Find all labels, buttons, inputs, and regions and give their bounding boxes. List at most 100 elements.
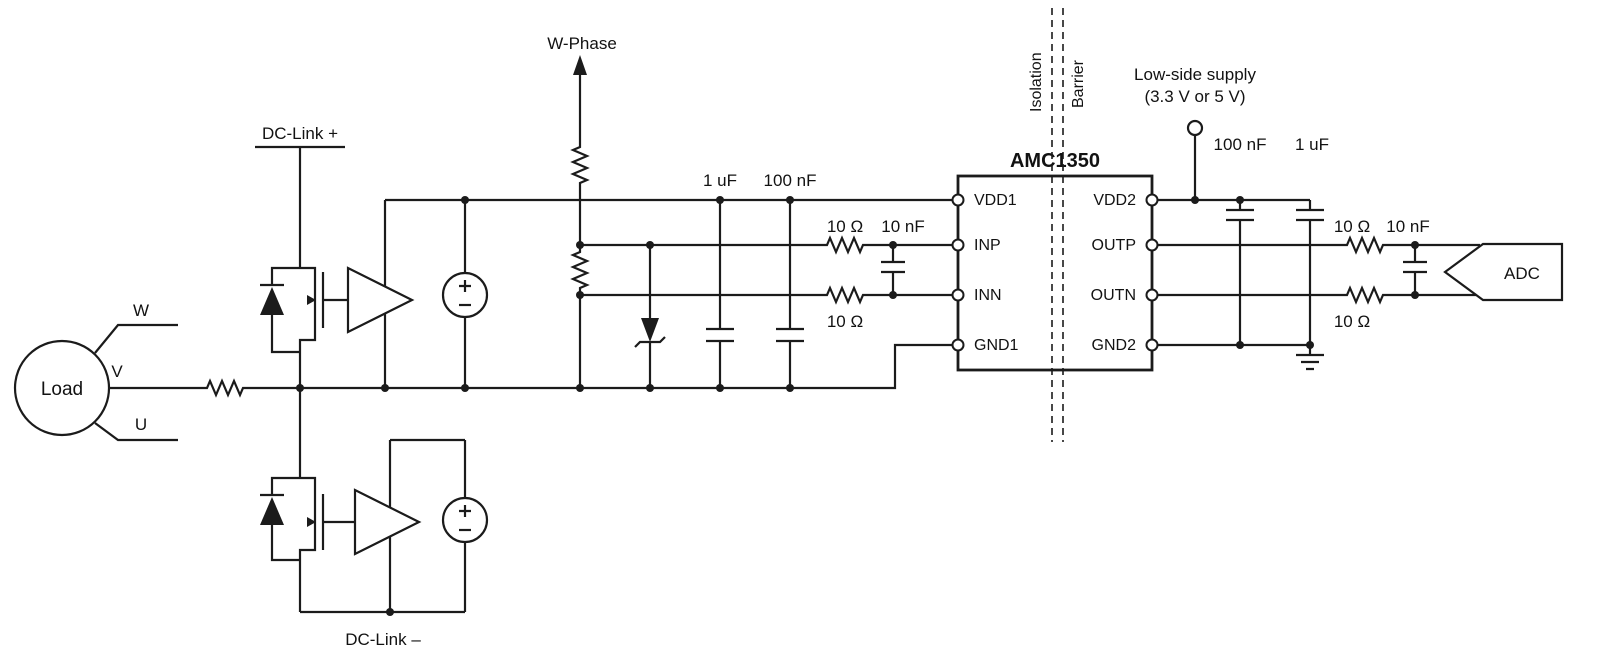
pin-label-inn: INN (974, 287, 1002, 304)
inn-resistor-label: 10 Ω (827, 312, 863, 331)
input-filter: 10 Ω 10 Ω 10 nF (580, 217, 952, 331)
cap-1uf-primary-label: 1 uF (703, 171, 737, 190)
cap-1uf-secondary (1296, 200, 1324, 345)
zener-diode-icon (641, 318, 659, 342)
junction-dot (1411, 241, 1419, 249)
supply-terminal-icon (1186, 119, 1204, 137)
hs-body-diode-top-lead (270, 266, 300, 285)
w-phase-divider: W-Phase (547, 34, 666, 388)
junction-dot (716, 196, 724, 204)
junction-dot (646, 384, 654, 392)
primary-supply: 1 uF 100 nF (300, 171, 952, 390)
hs-supply-plus-mark (459, 280, 471, 292)
cap-100nf-primary (776, 200, 804, 388)
ls-body-diode-bottom-lead (270, 525, 300, 562)
junction-dots (296, 196, 1419, 616)
phase-u-stub (94, 422, 178, 442)
inn-filter-resistor (820, 285, 870, 305)
load-label: Load (41, 379, 83, 400)
output-filter-cap (1403, 245, 1427, 295)
phase-v-label: V (111, 362, 123, 381)
junction-dot (1191, 196, 1199, 204)
adc-shape (1443, 242, 1564, 302)
secondary-supply: Low-side supply (3.3 V or 5 V) 100 nF 1 … (1134, 65, 1329, 371)
junction-dot (576, 384, 584, 392)
junction-dot (1236, 341, 1244, 349)
input-filter-cap-label: 10 nF (881, 217, 924, 236)
inp-resistor-label: 10 Ω (827, 217, 863, 236)
ic-body (956, 174, 1154, 372)
ls-mosfet-channel (298, 476, 317, 612)
junction-dot (386, 608, 394, 616)
w-phase-arrow-icon (573, 55, 587, 75)
pin-label-inp: INP (974, 237, 1001, 254)
high-side-switch (260, 200, 489, 388)
dc-link: DC-Link + DC-Link – (255, 124, 465, 649)
pin-label-gnd1: GND1 (974, 337, 1019, 354)
junction-dot (461, 384, 469, 392)
phase-u-label: U (135, 415, 147, 434)
barrier-label: Barrier (1070, 59, 1087, 108)
hs-floating-supply-icon (441, 271, 489, 319)
junction-dot (576, 291, 584, 299)
dc-link-plus-label: DC-Link + (262, 124, 338, 143)
adc-label: ADC (1504, 264, 1540, 283)
pin-outn (1145, 288, 1159, 302)
isolation-label: Isolation (1028, 52, 1045, 112)
divider-resistor-top (570, 140, 590, 190)
ls-supply-plus-mark (459, 505, 471, 517)
adc-block: ADC (1443, 242, 1564, 302)
pin-outp (1145, 238, 1159, 252)
hs-body-diode-icon (260, 287, 284, 315)
ic-title: AMC1350 (1010, 150, 1100, 172)
pin-vdd2 (1145, 193, 1159, 207)
junction-dot (576, 241, 584, 249)
pin-label-outp: OUTP (1092, 237, 1136, 254)
pin-label-gnd2: GND2 (1092, 337, 1137, 354)
hs-mosfet-arrow-icon (307, 295, 316, 305)
phase-w-stub (94, 323, 178, 354)
phase-v-resistor (200, 378, 250, 398)
low-side-supply-label-2: (3.3 V or 5 V) (1144, 87, 1245, 106)
divider-resistor-bottom (570, 245, 590, 295)
junction-dot (646, 241, 654, 249)
junction-dot (1411, 291, 1419, 299)
ls-gate-driver-icon (353, 488, 422, 556)
ls-body-diode-top-lead (270, 476, 300, 495)
cap-100nf-secondary (1226, 200, 1254, 345)
w-phase-label: W-Phase (547, 34, 617, 53)
ground-symbol-icon (1296, 345, 1324, 371)
low-side-supply-label-1: Low-side supply (1134, 65, 1256, 84)
junction-dot (381, 384, 389, 392)
junction-dot (889, 241, 897, 249)
gnd1-rail (300, 343, 952, 390)
hs-body-diode-bottom-lead (270, 315, 300, 354)
ls-floating-supply-icon (441, 496, 489, 544)
cap-100nf-primary-label: 100 nF (764, 171, 817, 190)
junction-dot (716, 384, 724, 392)
junction-dot (786, 196, 794, 204)
ls-body-diode-icon (260, 497, 284, 525)
outp-filter-resistor (1340, 235, 1390, 255)
pin-vdd1 (951, 193, 965, 207)
phase-w-label: W (133, 301, 149, 320)
cap-1uf-primary (706, 200, 734, 388)
junction-dot (889, 291, 897, 299)
junction-dot (1306, 341, 1314, 349)
pin-inp (951, 238, 965, 252)
output-filter-cap-label: 10 nF (1386, 217, 1429, 236)
outp-resistor-label: 10 Ω (1334, 217, 1370, 236)
hs-mosfet-channel (298, 266, 317, 388)
cap-1uf-secondary-label: 1 uF (1295, 135, 1329, 154)
pin-gnd2 (1145, 338, 1159, 352)
inp-filter-resistor (820, 235, 870, 255)
junction-dot (296, 384, 304, 392)
isolation-barrier: Isolation Barrier (1028, 8, 1087, 442)
junction-dot (786, 384, 794, 392)
output-filter: 10 Ω 10 Ω 10 nF (1158, 217, 1480, 331)
input-filter-cap (881, 245, 905, 295)
junction-dot (1236, 196, 1244, 204)
hs-gate-driver-icon (346, 266, 415, 334)
outn-filter-resistor (1340, 285, 1390, 305)
